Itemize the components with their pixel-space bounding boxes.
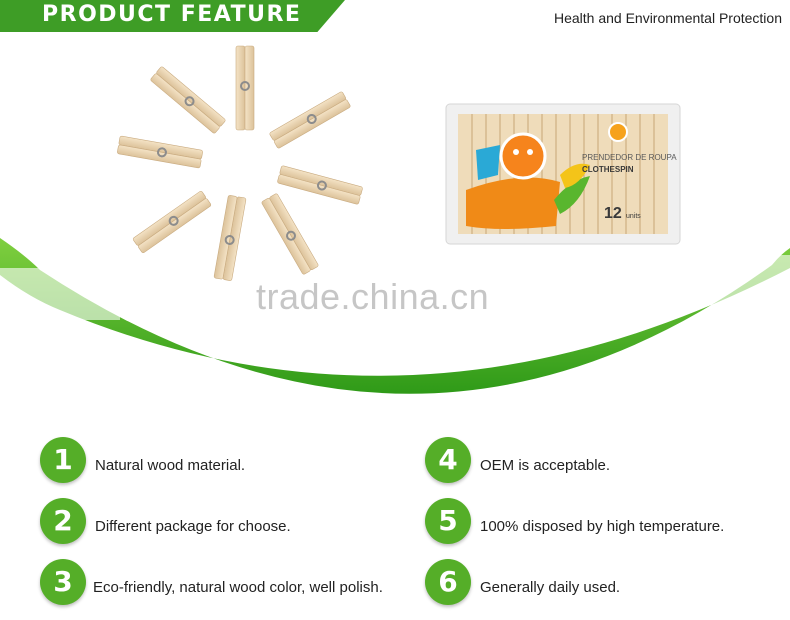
- number-badge: 2: [40, 498, 86, 544]
- feature-text: Natural wood material.: [95, 457, 246, 474]
- number-badge: 4: [425, 437, 471, 483]
- package-label-line2: CLOTHESPIN: [582, 165, 634, 174]
- clothespin-5: [213, 195, 247, 281]
- clothespin-7: [117, 135, 203, 169]
- banner-title: PRODUCT FEATURE: [42, 2, 302, 27]
- clothespin-3: [277, 165, 363, 205]
- number-badge: 1: [40, 437, 86, 483]
- clothespin-8: [150, 66, 226, 134]
- package-green-leaf: [554, 176, 590, 214]
- clothespin-4: [261, 193, 319, 275]
- package-yellow-leaf: [560, 163, 590, 188]
- package-label-line1: PRENDEDOR DE ROUPA: [582, 153, 677, 162]
- feature-text: 100% disposed by high temperature.: [480, 518, 725, 535]
- package-orange-shape: [466, 177, 560, 229]
- clothespin-package: PRENDEDOR DE ROUPA CLOTHESPIN 12 units: [445, 103, 681, 245]
- watermark: trade.china.cn: [256, 276, 490, 317]
- clothespin-ring: [117, 45, 363, 281]
- number-badge: 5: [425, 498, 471, 544]
- number-badge: 3: [40, 559, 86, 605]
- package-count-unit: units: [626, 213, 641, 220]
- package-blue-leaf: [476, 145, 500, 180]
- number-badge: 6: [425, 559, 471, 605]
- right-swoosh-fade: [680, 255, 790, 305]
- clothespin-2: [269, 91, 351, 149]
- package-mascot-head: [499, 132, 547, 180]
- feature-text: OEM is acceptable.: [480, 457, 611, 474]
- feature-text: Eco-friendly, natural wood color, well p…: [93, 579, 383, 596]
- package-badge-icon: [608, 122, 628, 142]
- clothespin-1: [235, 45, 255, 131]
- product-illustration: PRENDEDOR DE ROUPA CLOTHESPIN 12 units: [0, 45, 790, 394]
- feature-text: Generally daily used.: [480, 579, 621, 596]
- feature-text: Different package for choose.: [95, 518, 291, 535]
- left-swoosh-fade: [0, 268, 120, 320]
- header-tagline: Health and Environmental Protection: [553, 10, 782, 26]
- title-banner: [0, 0, 345, 32]
- package-count: 12: [604, 205, 622, 222]
- clothespin-6: [132, 191, 212, 253]
- green-swoosh-arc: [0, 238, 790, 394]
